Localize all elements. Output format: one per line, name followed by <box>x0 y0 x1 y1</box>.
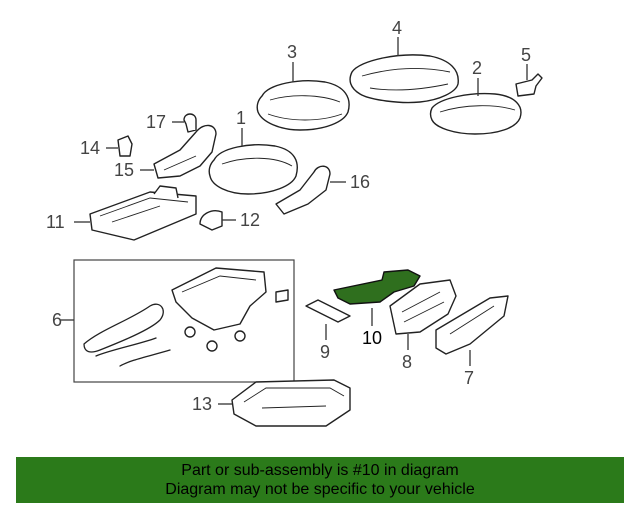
label-4: 4 <box>392 18 402 38</box>
part-2-cover[interactable] <box>429 92 522 135</box>
part-10-bracket-highlighted[interactable] <box>333 269 421 305</box>
label-7: 7 <box>464 368 474 388</box>
label-2: 2 <box>472 58 482 78</box>
label-11: 11 <box>46 212 65 232</box>
part-11-frame[interactable] <box>89 185 197 241</box>
label-16: 16 <box>350 172 370 192</box>
part-7-outer-cover[interactable] <box>435 295 509 355</box>
part-14-bracket[interactable] <box>117 135 133 157</box>
label-13: 13 <box>192 394 212 414</box>
part-15-side-cover[interactable] <box>153 124 217 179</box>
part-13-lower-frame[interactable] <box>231 379 351 427</box>
part-4-cushion[interactable] <box>349 54 459 104</box>
part-5-clip[interactable] <box>515 73 543 97</box>
label-15: 15 <box>114 160 134 180</box>
part-6-assembly-box[interactable] <box>73 259 295 383</box>
part-3-cushion[interactable] <box>256 80 350 131</box>
part-16-side-trim[interactable] <box>275 165 331 215</box>
info-banner: Part or sub-assembly is #10 in diagram D… <box>16 457 624 503</box>
label-14: 14 <box>80 138 100 158</box>
label-17: 17 <box>146 112 166 132</box>
label-8: 8 <box>402 352 412 372</box>
label-5: 5 <box>521 45 531 65</box>
part-8-side-panel[interactable] <box>389 279 457 335</box>
part-1-cushion[interactable] <box>208 144 298 195</box>
label-1: 1 <box>236 108 246 128</box>
banner-line-2: Diagram may not be specific to your vehi… <box>165 481 475 498</box>
label-12: 12 <box>240 210 260 230</box>
label-6: 6 <box>52 310 62 330</box>
label-3: 3 <box>287 42 297 62</box>
banner-line-1: Part or sub-assembly is #10 in diagram <box>181 462 459 479</box>
part-12-cap[interactable] <box>199 210 223 231</box>
part-17-hook[interactable] <box>183 113 197 133</box>
label-10: 10 <box>362 328 382 348</box>
part-9-rail-trim[interactable] <box>305 299 351 323</box>
label-9: 9 <box>320 342 330 362</box>
